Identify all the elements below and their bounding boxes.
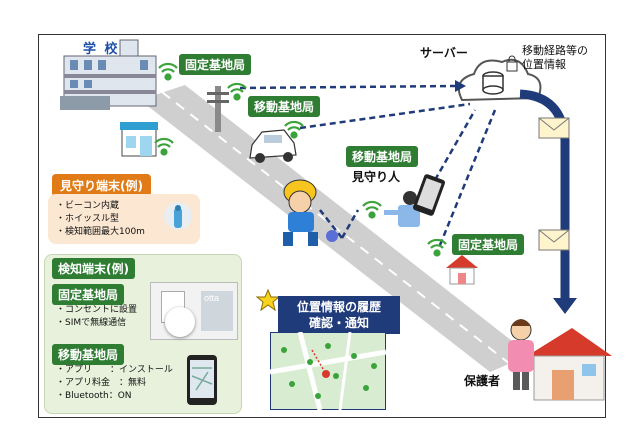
- guardian-label: 保護者: [464, 374, 501, 388]
- terminal-box-panel: ・ビーコン内蔵 ・ホイッスル型 ・検知範囲最大100m: [48, 194, 200, 244]
- watcher-label: 見守り人: [352, 170, 401, 184]
- detector-box-title: 検知端末(例): [52, 258, 135, 279]
- wifi-icon: [227, 82, 247, 101]
- mobile-station-label-mid: 移動基地局: [346, 146, 419, 167]
- detector-fixed-item-1: ・コンセントに設置: [56, 305, 138, 315]
- child-icon: [283, 179, 338, 246]
- school-building-icon: [60, 39, 157, 110]
- history-line2: 確認・通知: [308, 316, 369, 330]
- wifi-icon: [158, 62, 178, 81]
- terminal-box-title: 見守り端末(例): [52, 174, 151, 197]
- terminal-item-3: ・検知範囲最大100m: [56, 227, 145, 237]
- fixed-station-label-top: 固定基地局: [179, 54, 252, 75]
- map-history-panel: [270, 332, 386, 410]
- school-title: 学 校: [83, 42, 120, 57]
- mail-envelope-icon: [538, 117, 570, 139]
- terminal-item-2: ・ホイッスル型: [56, 214, 120, 224]
- wifi-icon: [284, 120, 304, 139]
- mobile-station-label-top: 移動基地局: [248, 96, 321, 117]
- arrow-head-icon: [553, 298, 577, 314]
- map-pin-icon: [281, 343, 377, 399]
- house-icon: [446, 255, 478, 285]
- utility-pole-icon: [207, 86, 229, 132]
- guardian-person-icon: [508, 319, 534, 390]
- server-to-guardian-arrow: [519, 89, 570, 300]
- guardian-house-icon: [527, 328, 612, 401]
- mail-envelope-icon: [538, 229, 570, 251]
- wifi-icon: [154, 137, 174, 156]
- server-label: サーバー: [420, 46, 468, 60]
- arrow-head-icon: [455, 80, 466, 92]
- history-line1: 位置情報の履歴: [296, 300, 381, 314]
- smartphone-app-icon: [187, 355, 217, 405]
- detector-mobile-item-1: ・アプリ ：インストール: [56, 365, 173, 375]
- car-icon: [249, 129, 297, 163]
- smartphone-icon: [413, 174, 445, 216]
- server-info-line2: 位置情報: [522, 58, 566, 71]
- detector-mobile-item-3: ・Bluetooth：ON: [56, 391, 132, 401]
- star-icon: [255, 288, 281, 312]
- device-box-icon: otta: [201, 291, 233, 331]
- server-cloud-icon: [458, 58, 542, 102]
- shop-building-icon: [120, 122, 158, 157]
- detector-mobile-item-2: ・アプリ料金 ：無料: [56, 378, 147, 388]
- fixed-station-label-right: 固定基地局: [452, 234, 525, 255]
- detector-fixed-item-2: ・SIMで無線通信: [56, 318, 127, 328]
- whistle-terminal-icon: [164, 202, 192, 230]
- terminal-item-1: ・ビーコン内蔵: [56, 201, 120, 211]
- detector-fixed-title: 固定基地局: [52, 284, 125, 305]
- device-dome-icon: [165, 307, 195, 337]
- watcher-person-icon: [384, 191, 420, 227]
- detector-mobile-title: 移動基地局: [52, 344, 125, 365]
- device-brand: otta: [204, 293, 220, 303]
- road-center-line: [161, 91, 511, 365]
- signal-dashed-lines: [239, 84, 497, 246]
- lock-icon: [506, 55, 518, 72]
- wifi-icon: [427, 238, 447, 257]
- whistle-beacon-icon: [326, 230, 338, 242]
- server-info-line1: 移動経路等の: [522, 44, 588, 57]
- history-notification-label: 位置情報の履歴 確認・通知: [278, 296, 400, 334]
- fixed-station-device: otta: [150, 282, 238, 340]
- wifi-icon: [362, 200, 382, 219]
